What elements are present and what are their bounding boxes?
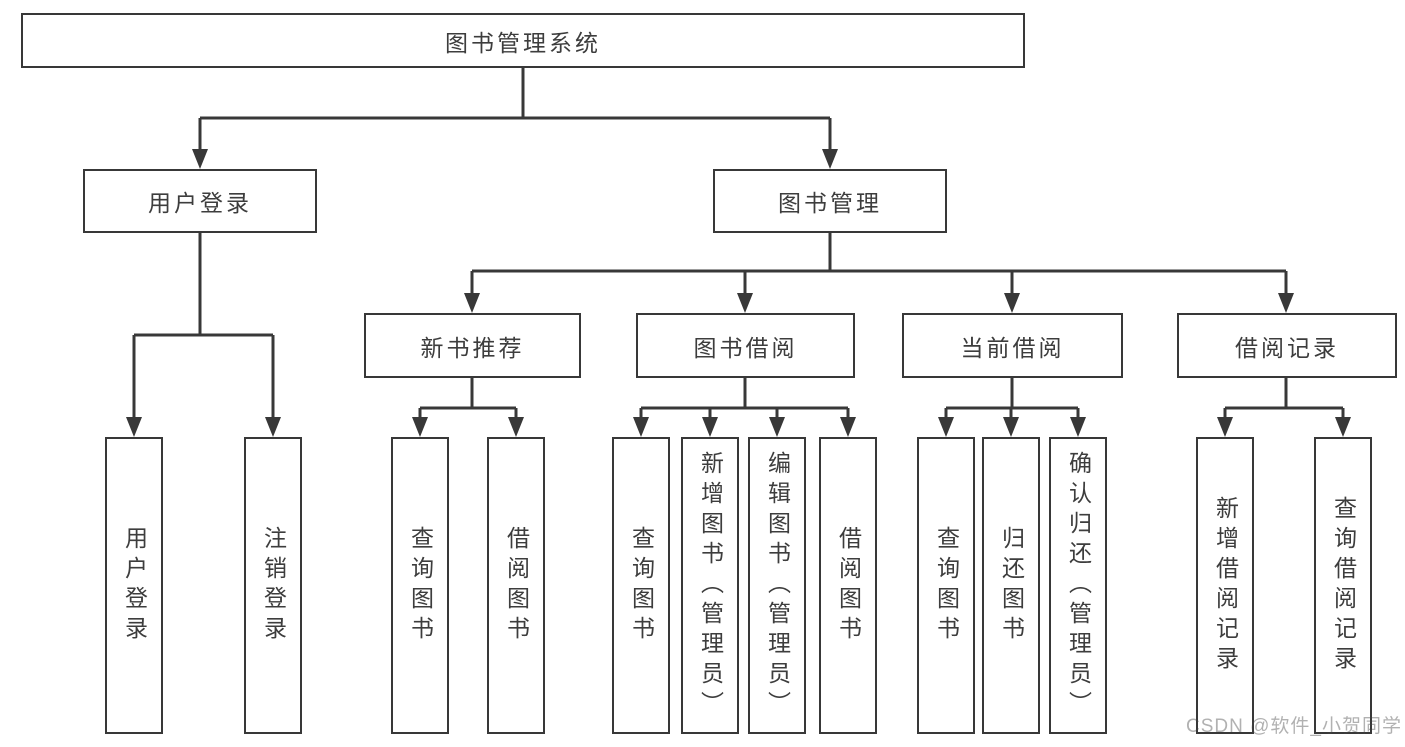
node-new-book-recommend-label: 新书推荐 bbox=[420, 334, 525, 361]
node-book-borrowing-label: 图书借阅 bbox=[693, 334, 798, 361]
leaf-query-book-borrowing: 查询图书 bbox=[612, 437, 670, 734]
leaf-logout-login-label: 注销登录 bbox=[260, 525, 287, 646]
node-current-borrowing: 当前借阅 bbox=[902, 313, 1123, 378]
leaf-query-book-recommend: 查询图书 bbox=[391, 437, 449, 734]
leaf-return-book-label: 归还图书 bbox=[998, 525, 1025, 646]
leaf-edit-book-admin-label: 编辑图书（管理员） bbox=[764, 450, 791, 721]
leaf-user-login-label: 用户登录 bbox=[121, 525, 148, 646]
leaf-query-book-borrowing-label: 查询图书 bbox=[628, 525, 655, 646]
node-borrowing-records: 借阅记录 bbox=[1177, 313, 1397, 378]
leaf-confirm-return-admin-label: 确认归还（管理员） bbox=[1065, 450, 1092, 721]
node-book-management-label: 图书管理 bbox=[778, 190, 882, 216]
node-library-management-system: 图书管理系统 bbox=[21, 13, 1025, 68]
leaf-query-borrow-record-label: 查询借阅记录 bbox=[1330, 495, 1357, 676]
leaf-return-book: 归还图书 bbox=[982, 437, 1040, 734]
node-book-borrowing: 图书借阅 bbox=[636, 313, 855, 378]
node-user-login: 用户登录 bbox=[83, 169, 317, 233]
leaf-query-borrow-record: 查询借阅记录 bbox=[1314, 437, 1372, 734]
leaf-logout-login: 注销登录 bbox=[244, 437, 302, 734]
leaf-confirm-return-admin: 确认归还（管理员） bbox=[1049, 437, 1107, 734]
tree-edges bbox=[132, 68, 1345, 418]
arrowheads bbox=[126, 149, 1351, 437]
leaf-borrow-book-recommend-label: 借阅图书 bbox=[503, 525, 530, 646]
leaf-query-book-current-label: 查询图书 bbox=[933, 525, 960, 646]
node-current-borrowing-label: 当前借阅 bbox=[960, 334, 1065, 361]
leaf-borrow-book: 借阅图书 bbox=[819, 437, 877, 734]
leaf-query-book-recommend-label: 查询图书 bbox=[407, 525, 434, 646]
leaf-add-book-admin: 新增图书（管理员） bbox=[681, 437, 739, 734]
leaf-add-borrow-record-label: 新增借阅记录 bbox=[1212, 495, 1239, 676]
leaf-query-book-current: 查询图书 bbox=[917, 437, 975, 734]
leaf-edit-book-admin: 编辑图书（管理员） bbox=[748, 437, 806, 734]
csdn-watermark: CSDN @软件_小贺同学 bbox=[1186, 716, 1402, 737]
leaf-borrow-book-label: 借阅图书 bbox=[835, 525, 862, 646]
node-user-login-label: 用户登录 bbox=[148, 190, 252, 216]
node-library-management-system-label: 图书管理系统 bbox=[445, 29, 601, 56]
leaf-borrow-book-recommend: 借阅图书 bbox=[487, 437, 545, 734]
node-borrowing-records-label: 借阅记录 bbox=[1235, 334, 1339, 361]
leaf-add-borrow-record: 新增借阅记录 bbox=[1196, 437, 1254, 734]
leaf-add-book-admin-label: 新增图书（管理员） bbox=[697, 450, 724, 721]
node-book-management: 图书管理 bbox=[713, 169, 947, 233]
leaf-user-login: 用户登录 bbox=[105, 437, 163, 734]
node-new-book-recommend: 新书推荐 bbox=[364, 313, 581, 378]
